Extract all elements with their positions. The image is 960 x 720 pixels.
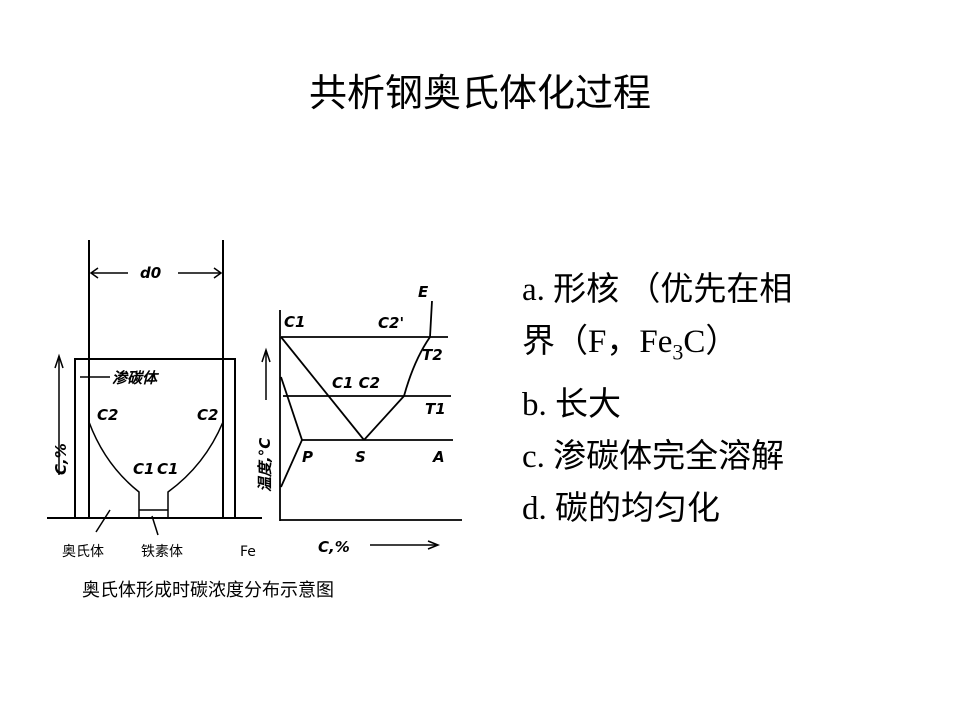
c2-prime-label: C2' — [378, 314, 404, 332]
bullet-list: a. 形核 （优先在相 界（F，Fe3C） b. 长大 c. 渗碳体完全溶解 d… — [522, 264, 792, 535]
slide-title: 共析钢奥氏体化过程 — [308, 71, 651, 115]
d0-label: d0 — [140, 264, 161, 282]
bullet-a: a. 形核 （优先在相 — [522, 264, 792, 316]
austenite-label: 奥氏体 — [62, 543, 104, 560]
diagram-caption: 奥氏体形成时碳浓度分布示意图 — [82, 580, 334, 601]
bullet-text: 渗碳体完全溶解 — [553, 438, 785, 475]
ferrite-label: 铁素体 — [141, 544, 183, 560]
c1-right-label: C1 — [157, 460, 178, 478]
bullet-text: 长大 — [555, 386, 621, 423]
a-label: A — [432, 448, 445, 466]
bullet-text: 形核 （优先在相 — [553, 272, 793, 308]
bullet-text: C） — [683, 324, 739, 360]
p-label: P — [302, 448, 313, 466]
right-diagram — [261, 300, 462, 550]
left-diagram — [47, 240, 262, 536]
c2-left-label: C2 — [97, 406, 118, 424]
cementite-label: 渗碳体 — [112, 369, 160, 387]
fe-label: Fe — [240, 544, 256, 560]
bullet-b: b. 长大 — [522, 379, 792, 431]
bullet-d: d. 碳的均匀化 — [522, 483, 792, 535]
c2-right-label: C2 — [197, 406, 218, 424]
bullet-c: c. 渗碳体完全溶解 — [522, 431, 792, 483]
bullet-text: 界（F，Fe — [522, 324, 673, 360]
bullet-prefix: b. — [522, 386, 555, 423]
temperature-label: 温度,°C — [256, 438, 274, 492]
bullet-a-continued: 界（F，Fe3C） — [522, 316, 792, 379]
bullet-prefix: d. — [522, 490, 555, 527]
right-xlabel: C,% — [318, 538, 350, 556]
bullet-prefix: c. — [522, 438, 554, 475]
t2-label: T2 — [422, 346, 443, 364]
subscript: 3 — [672, 339, 684, 365]
bullet-text: 碳的均匀化 — [555, 490, 720, 527]
c1c2-label: C1 C2 — [332, 374, 380, 392]
left-ylabel: C,% — [52, 443, 70, 475]
t1-label: T1 — [425, 400, 446, 418]
c1-top-label: C1 — [284, 313, 305, 331]
bullet-prefix: a. — [522, 272, 554, 308]
c1-left-label: C1 — [133, 460, 154, 478]
s-label: S — [355, 448, 366, 466]
e-label: E — [418, 283, 429, 301]
